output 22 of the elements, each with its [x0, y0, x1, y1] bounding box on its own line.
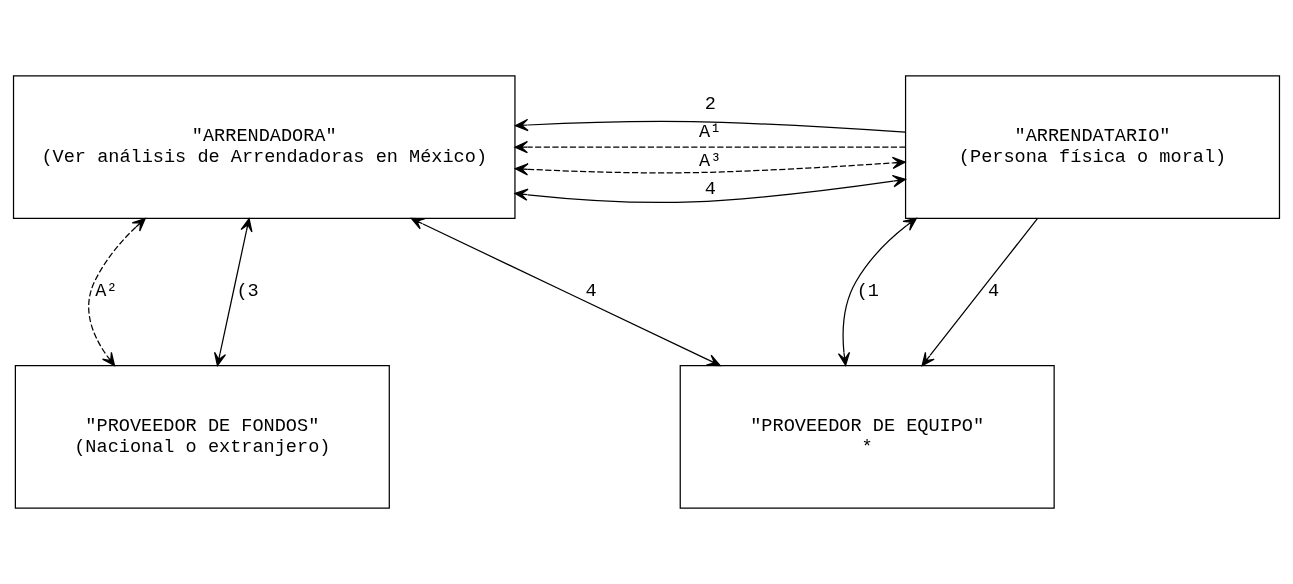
arrow — [514, 156, 906, 176]
arrow — [410, 217, 721, 367]
edge-label: 2 — [704, 93, 716, 115]
arrow — [514, 140, 907, 154]
edge-label: 4 — [704, 179, 716, 201]
edge-label: (3 — [236, 281, 259, 303]
node-box: "ARRENDADORA" (Ver análisis de Arrendadoras en México) — [12, 75, 516, 219]
edge-label: (1 — [856, 281, 879, 303]
node-box: "PROVEEDOR DE EQUIPO" * — [679, 365, 1055, 509]
arrow — [88, 218, 146, 367]
arrow — [213, 218, 253, 367]
arrow — [514, 174, 907, 204]
edge-label: A³ — [699, 150, 722, 172]
node-box: "ARRENDATARIO" (Persona física o moral) — [904, 75, 1281, 219]
node-box: "PROVEEDOR DE FONDOS" (Nacional o extranjero) — [14, 365, 390, 509]
edge-label: 4 — [987, 281, 1000, 303]
edge-label: A² — [95, 281, 118, 303]
arrow — [921, 218, 1038, 367]
edge-label: A¹ — [699, 122, 722, 144]
edge-label: 4 — [585, 281, 597, 303]
arrow — [837, 217, 917, 366]
arrow — [514, 118, 906, 133]
